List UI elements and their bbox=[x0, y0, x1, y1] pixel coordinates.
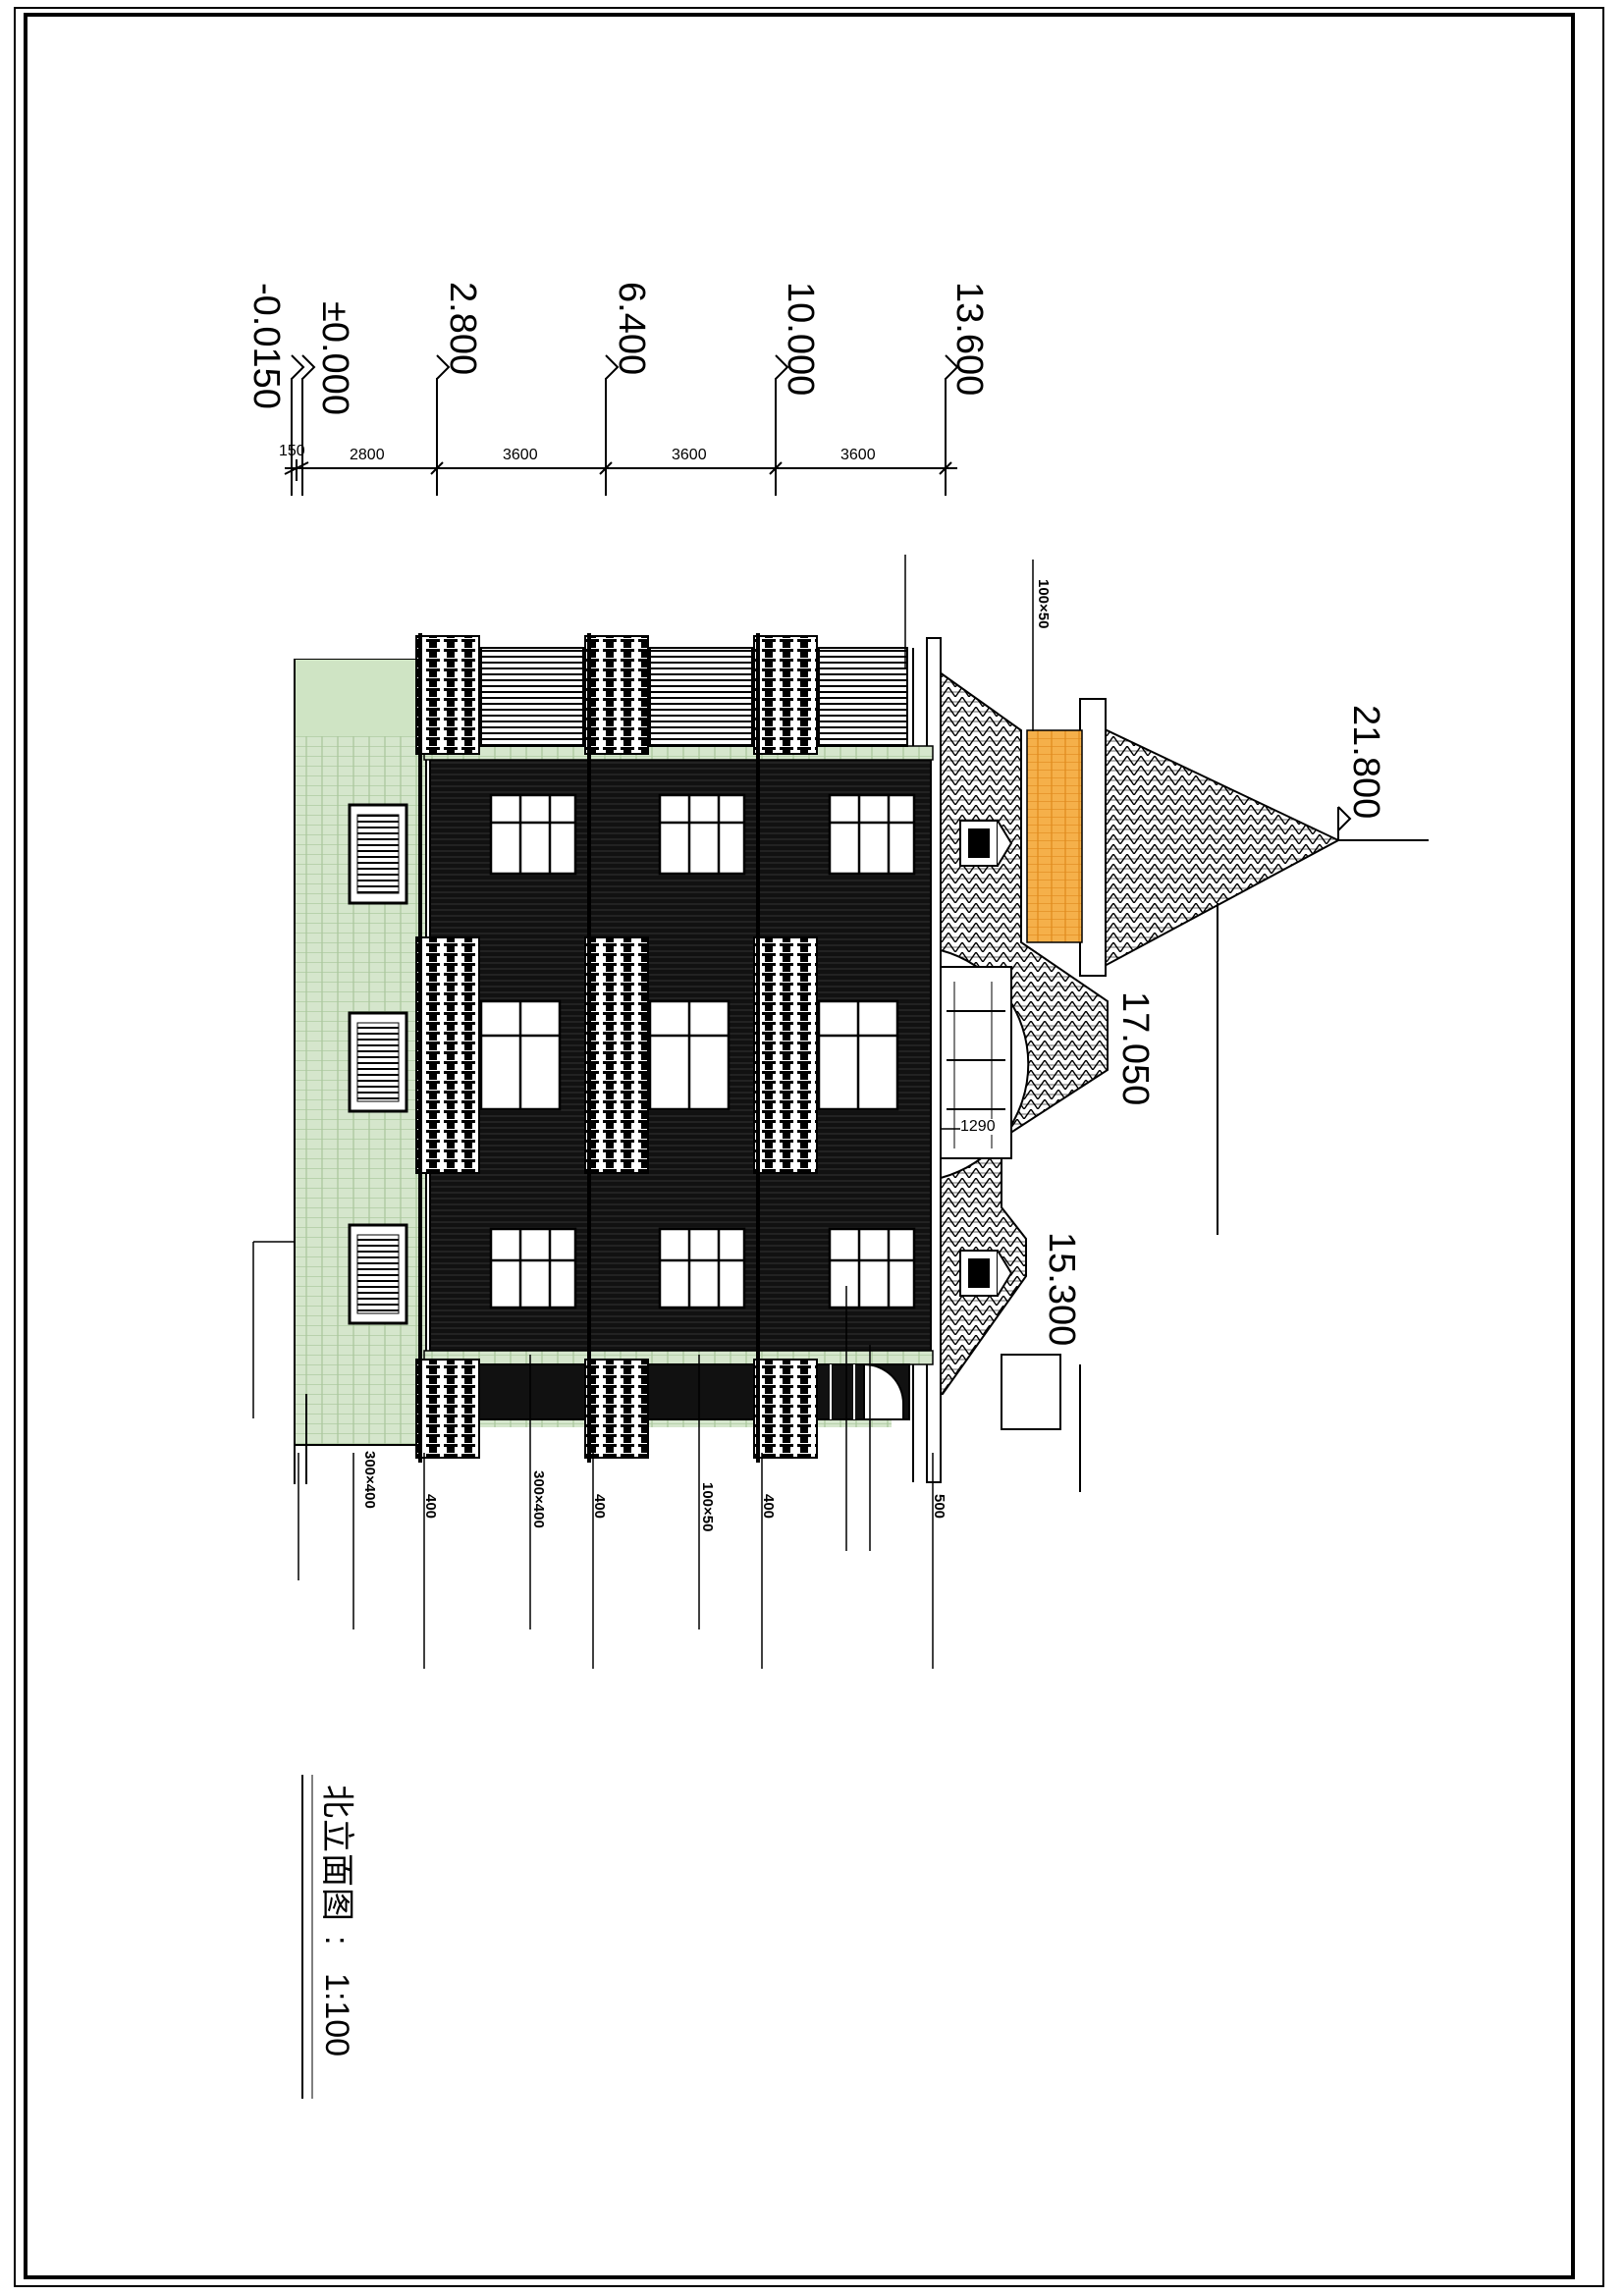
level-label: 2.800 bbox=[442, 282, 483, 376]
dimension-label: 2800 bbox=[350, 447, 385, 463]
dimension-label: 3600 bbox=[840, 447, 876, 463]
level-label: 6.400 bbox=[611, 282, 652, 376]
spire bbox=[1026, 698, 1429, 1235]
balconies bbox=[415, 633, 908, 1463]
roof-elevation-label: 17.050 bbox=[1114, 991, 1156, 1106]
drawing-scale: 1:100 bbox=[318, 1973, 355, 2057]
roof-dormer bbox=[959, 1250, 1013, 1297]
level-label: ±0.000 bbox=[314, 301, 355, 415]
upper-windows bbox=[479, 793, 916, 1309]
leader-lines bbox=[252, 555, 1034, 1669]
window-group bbox=[489, 793, 916, 876]
sheet-outer-border bbox=[14, 7, 1604, 2287]
level-label: 13.600 bbox=[948, 282, 990, 397]
roof-elevation-label: 21.800 bbox=[1345, 705, 1386, 820]
dimension-label: 3600 bbox=[672, 447, 707, 463]
roof-dormer bbox=[959, 820, 1013, 867]
dimension-label: 150 bbox=[279, 443, 305, 459]
annotation-label: 100×50 bbox=[699, 1482, 716, 1532]
window-group bbox=[479, 999, 899, 1111]
annotation-label: 300×400 bbox=[530, 1470, 547, 1528]
dimension-label: 3600 bbox=[503, 447, 538, 463]
level-label: 10.000 bbox=[780, 282, 821, 397]
level-markers bbox=[284, 354, 959, 496]
window-group bbox=[489, 1227, 916, 1309]
roof-elevation-label: 15.300 bbox=[1041, 1232, 1082, 1347]
annotation-label: 400 bbox=[760, 1494, 777, 1520]
annotation-label: 400 bbox=[422, 1494, 439, 1520]
basement-windows bbox=[348, 803, 408, 1325]
annotation-label: 500 bbox=[931, 1494, 947, 1520]
window-dimension-label: 1290 bbox=[960, 1118, 996, 1135]
annotation-label: 300×400 bbox=[361, 1451, 378, 1509]
base-plinth bbox=[294, 659, 427, 1484]
annotation-label: 100×50 bbox=[1035, 579, 1052, 629]
drawing-title: 北立面图 bbox=[318, 1785, 355, 1922]
annotation-label: 400 bbox=[591, 1494, 608, 1520]
sheet-inner-border bbox=[24, 13, 1575, 2279]
title-colon: : bbox=[318, 1936, 355, 1947]
level-label: -0.0150 bbox=[245, 283, 287, 409]
